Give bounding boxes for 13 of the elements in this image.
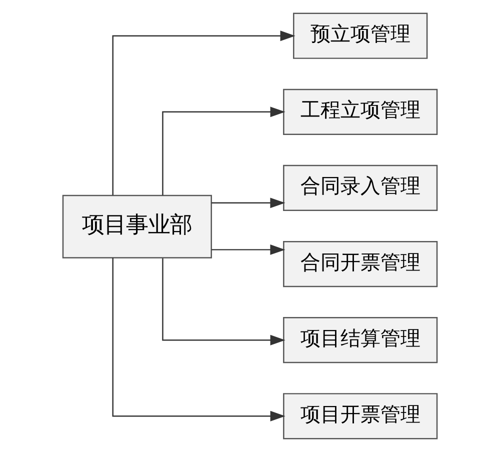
arrow	[162, 106, 286, 196]
arrow	[211, 198, 286, 208]
arrow	[112, 258, 286, 422]
arrow	[112, 30, 296, 196]
arrow	[211, 244, 286, 255]
node-box: 工程立项管理	[283, 88, 438, 135]
node-box: 项目事业部	[62, 194, 212, 258]
node-box: 预立项管理	[293, 12, 428, 59]
node-box: 项目开票管理	[283, 393, 438, 440]
node-box: 合同开票管理	[283, 240, 438, 288]
arrow	[162, 258, 286, 346]
node-box: 合同录入管理	[283, 164, 438, 212]
node-box: 项目结算管理	[283, 317, 438, 364]
